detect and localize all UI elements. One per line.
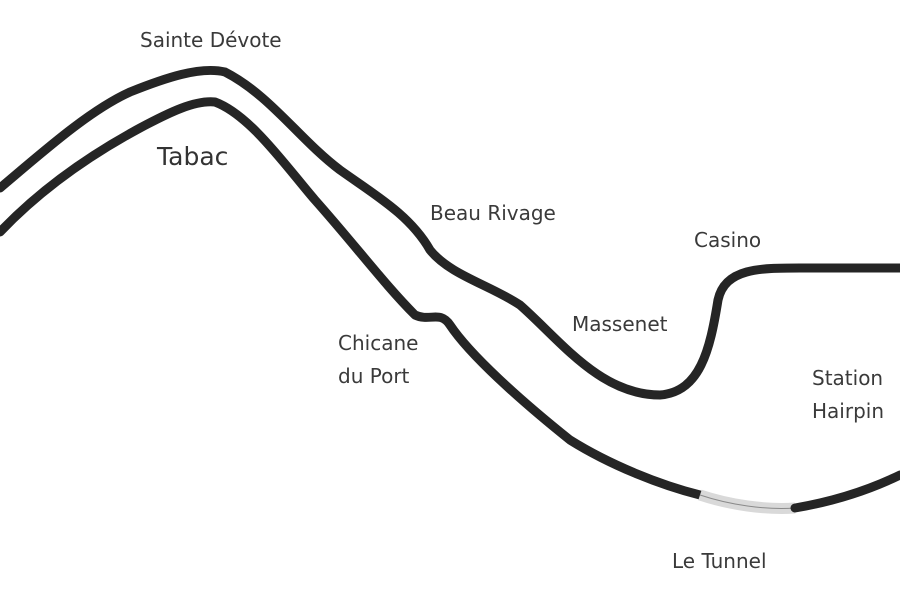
track-upper-segment (0, 65, 900, 400)
tunnel-section-edge (699, 494, 796, 509)
corner-label-le-tunnel: Le Tunnel (672, 549, 767, 573)
corner-label-casino: Casino (694, 228, 762, 252)
track-post-tunnel-segment (790, 470, 900, 513)
corner-label-beau-rivage: Beau Rivage (430, 201, 556, 225)
corner-label-chicane-du-port: Chicane du Port (338, 331, 419, 388)
corner-label-station-hairpin: Station Hairpin (812, 366, 885, 423)
corner-label-sainte-devote: Sainte Dévote (140, 28, 282, 52)
corner-label-tabac: Tabac (157, 142, 229, 171)
corner-label-massenet: Massenet (572, 312, 668, 336)
track-lower-segment (0, 97, 705, 500)
